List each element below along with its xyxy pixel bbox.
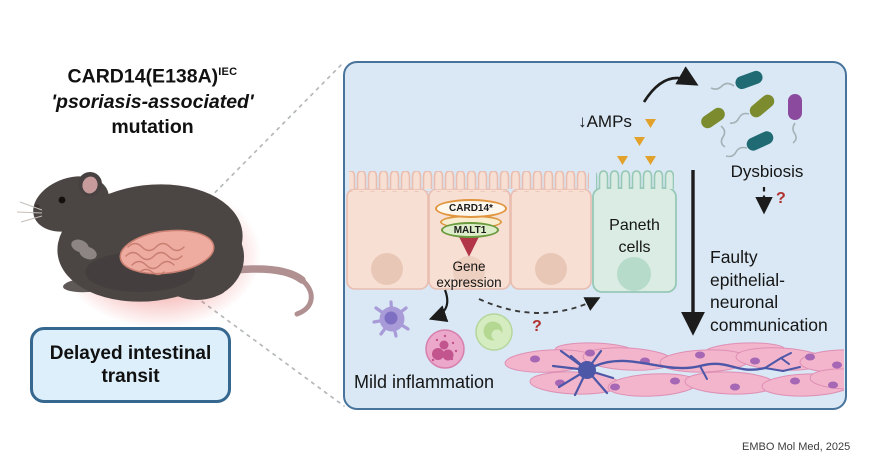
figure-title: CARD14(E138A)IEC 'psoriasis-associated' … <box>30 60 275 140</box>
microvilli <box>596 170 674 191</box>
dysbiosis-question-mark: ? <box>776 190 786 207</box>
cell-nucleus <box>371 253 403 285</box>
gene-name: CARD14(E138A) <box>67 65 219 88</box>
mild-inflammation-label: Mild inflammation <box>354 372 495 392</box>
neuron-soma <box>578 361 596 379</box>
neuron-icon <box>551 349 801 397</box>
microvilli <box>349 171 589 192</box>
dendritic-cell-icon <box>372 300 410 338</box>
card14-label: CARD14* <box>449 203 493 214</box>
card14-oval: CARD14* <box>435 199 507 218</box>
dashed-arrow-to-paneth <box>478 297 601 314</box>
journal-credit: EMBO Mol Med, 2025 <box>742 441 851 453</box>
paneth-cells-label: Paneth cells <box>609 217 660 256</box>
macrophage-icon <box>475 313 513 351</box>
panel-illustration-canvas <box>346 66 844 397</box>
iec-superscript: IEC <box>218 66 238 78</box>
bacteria-icon <box>701 70 802 158</box>
arrow-to-dysbiosis <box>642 66 699 103</box>
paneth-cell-icon <box>592 170 677 293</box>
muscle-icon <box>504 342 844 397</box>
delayed-transit-label: Delayed intestinal transit <box>49 343 212 387</box>
dysbiosis-label: Dysbiosis <box>730 162 804 181</box>
cell-nucleus <box>453 256 485 288</box>
malt1-label: MALT1 <box>453 224 487 236</box>
amp-triangle-icon <box>617 119 656 165</box>
malt1-oval: MALT1 <box>441 222 499 238</box>
gene-expression-label: Gene expression <box>436 259 502 290</box>
mouse-eye <box>58 196 66 204</box>
arrow-to-inflammation <box>428 289 449 322</box>
immune-cells-icon <box>372 300 513 369</box>
flagella <box>710 82 797 158</box>
delayed-transit-box: Delayed intestinal transit <box>30 327 231 403</box>
title-line-1: CARD14(E138A)IEC <box>30 60 275 90</box>
title-line-2: 'psoriasis-associated' <box>51 90 254 113</box>
faulty-communication-label: Faulty epithelial- neuronal communicatio… <box>710 246 845 336</box>
mouse-whiskers <box>16 201 43 223</box>
faulty-line-2: epithelial- <box>710 269 785 290</box>
cell-nucleus <box>535 253 567 285</box>
faulty-line-4: communication <box>710 314 828 335</box>
faulty-line-3: neuronal <box>710 292 779 312</box>
amps-label: ↓AMPs <box>578 112 632 131</box>
intestine-zoom-panel: CARD14* MALT1 ↓AMPs Dysbiosis ? Faulty e… <box>343 61 847 410</box>
intestine-icon <box>119 229 215 276</box>
neutrophil-icon <box>425 329 465 369</box>
paneth-question-mark: ? <box>532 318 542 335</box>
muscle-nuclei <box>530 349 842 391</box>
faulty-line-1: Faulty <box>710 247 758 267</box>
cell-nucleus <box>617 257 651 291</box>
title-line-3: mutation <box>111 115 194 138</box>
mouse-icon <box>16 172 314 317</box>
